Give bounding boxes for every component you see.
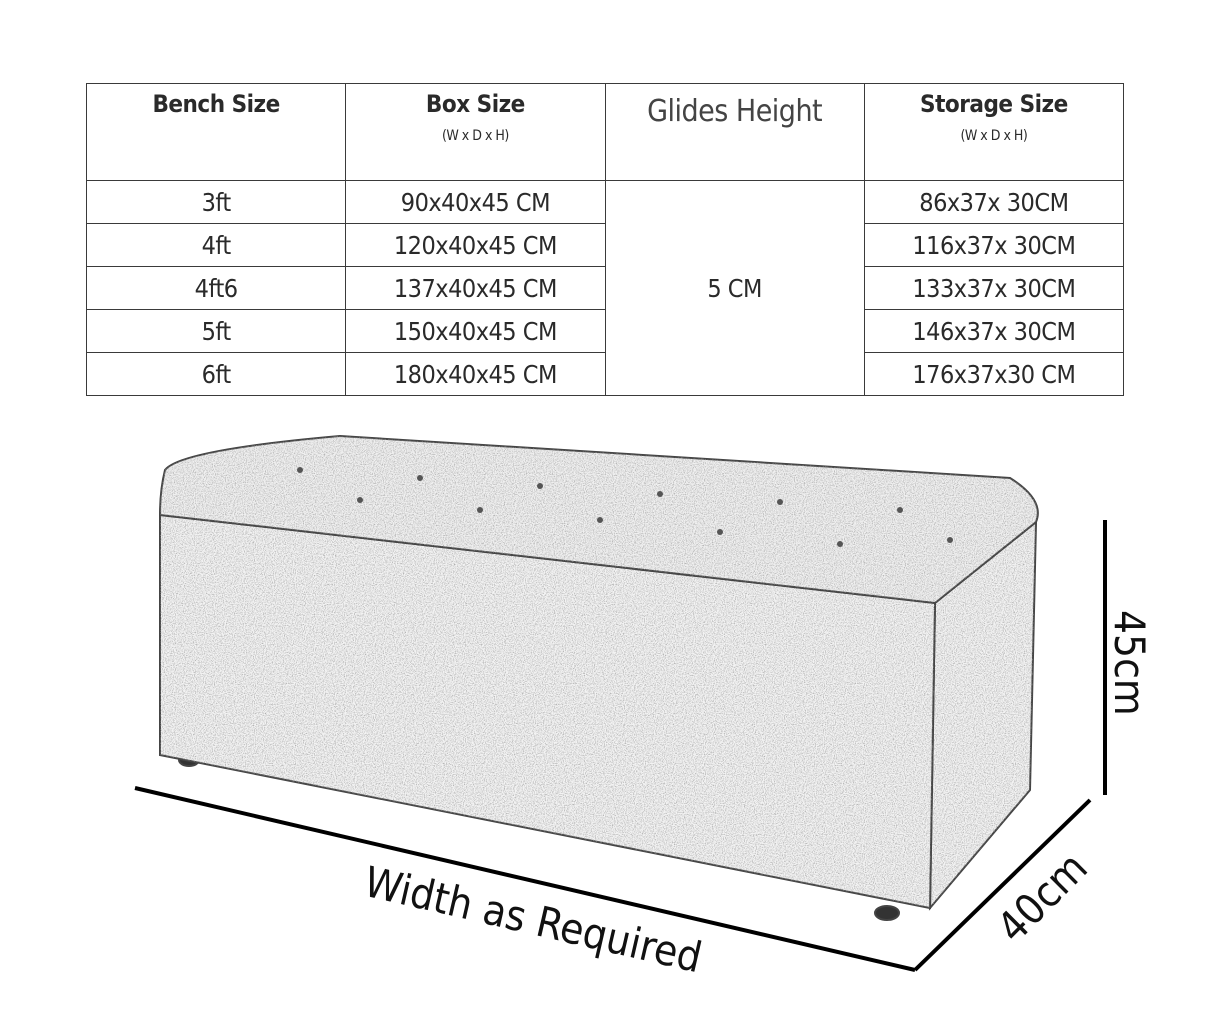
glides-height-cell: 5 CM bbox=[604, 180, 865, 396]
storage-size-cell: 86x37x 30CM bbox=[863, 180, 1125, 224]
bench-size-cell: 5ft bbox=[85, 309, 347, 353]
storage-size-cell: 176x37x30 CM bbox=[863, 352, 1125, 396]
bench-size-cell: 6ft bbox=[85, 352, 347, 396]
box-size-cell: 137x40x45 CM bbox=[345, 266, 606, 310]
table-row: 3ft 90x40x45 CM 5 CM 86x37x 30CM bbox=[85, 180, 1125, 396]
table-row: 6ft 180x40x45 CM 176x37x30 CM bbox=[85, 352, 1125, 396]
box-size-cell: 180x40x45 CM bbox=[345, 352, 606, 396]
header-bench-size: Bench Size bbox=[85, 83, 347, 181]
height-label: 45cm bbox=[1105, 610, 1154, 716]
bench-size-cell: 4ft bbox=[85, 223, 347, 267]
bench-foot bbox=[874, 905, 900, 921]
header-glides-height: Glides Height bbox=[604, 83, 865, 181]
depth-label: 40cm bbox=[987, 843, 1096, 952]
tufting-buttons bbox=[297, 467, 953, 547]
size-table: Bench Size Box Size(W x D x H) Glides He… bbox=[85, 83, 1125, 396]
bench-illustration bbox=[158, 434, 1039, 921]
width-dimension-line bbox=[134, 786, 916, 972]
storage-size-cell: 116x37x 30CM bbox=[863, 223, 1125, 267]
bench-size-cell: 4ft6 bbox=[85, 266, 347, 310]
width-label: Width as Required bbox=[360, 857, 707, 982]
depth-dimension-line bbox=[913, 798, 1092, 972]
box-size-cell: 150x40x45 CM bbox=[345, 309, 606, 353]
table-header-row: Bench Size Box Size(W x D x H) Glides He… bbox=[85, 83, 1125, 181]
table-row: 4ft6 137x40x45 CM 133x37x 30CM bbox=[85, 266, 1125, 310]
storage-size-cell: 146x37x 30CM bbox=[863, 309, 1125, 353]
header-box-size: Box Size(W x D x H) bbox=[345, 83, 606, 181]
dimension-lines bbox=[134, 520, 1107, 972]
table-row: 5ft 150x40x45 CM 146x37x 30CM bbox=[85, 309, 1125, 353]
storage-size-cell: 133x37x 30CM bbox=[863, 266, 1125, 310]
